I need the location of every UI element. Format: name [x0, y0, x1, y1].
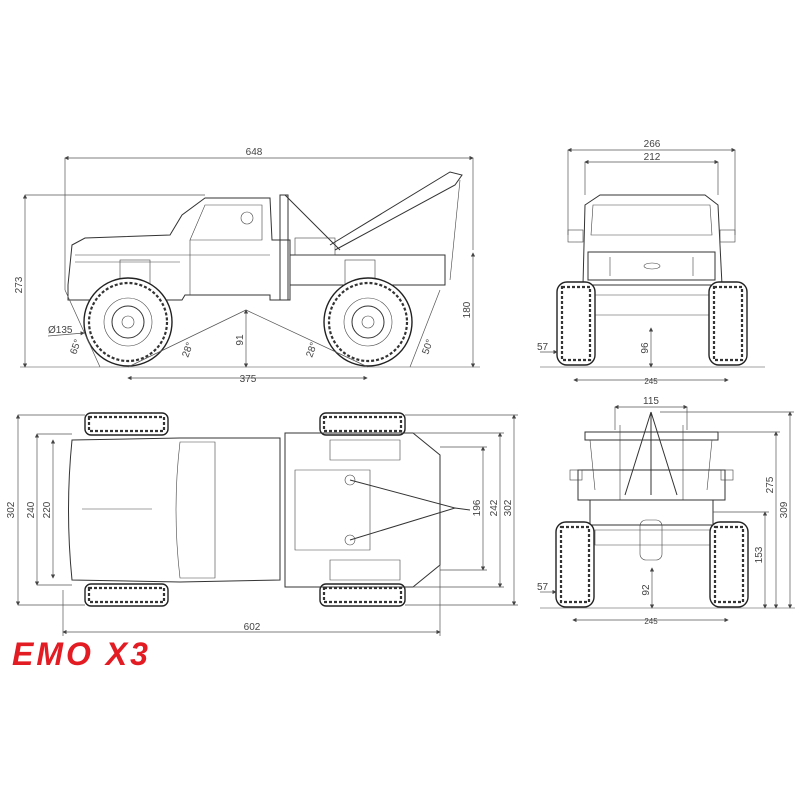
dim-rack-height: 275	[765, 476, 776, 493]
windshield-top	[175, 441, 216, 579]
dim-rear-track-width: 245	[644, 617, 658, 626]
grille	[587, 251, 716, 281]
rear-diff	[639, 519, 663, 561]
windshield	[590, 204, 713, 236]
top-front-right-tire	[84, 583, 169, 607]
flatbed-top	[284, 432, 441, 588]
dim-front-tire-width: 57	[537, 342, 549, 353]
rear-right-tire	[709, 521, 749, 608]
side-window	[189, 204, 263, 241]
driver-figure	[240, 211, 254, 225]
dim-height: 273	[14, 276, 25, 293]
tow-boom	[284, 171, 463, 251]
breakover-rear-angle: 28°	[304, 341, 320, 359]
top-front-left-tire	[84, 412, 169, 436]
dim-bed-inner: 196	[472, 499, 483, 516]
departure-angle: 50°	[420, 338, 436, 356]
dim-tow-height: 180	[462, 301, 473, 318]
front-right-tire	[708, 281, 748, 366]
dim-top-overall-width: 302	[6, 501, 17, 518]
rear-boom	[624, 411, 678, 496]
dim-overall-length: 648	[246, 147, 263, 158]
dim-front-body-width: 212	[644, 152, 661, 163]
dim-front-track-width: 245	[644, 377, 658, 386]
dim-bed-width: 242	[489, 499, 500, 516]
front-wheel	[83, 277, 173, 367]
dim-ground-clearance: 91	[235, 334, 246, 346]
rear-view: 115 309 275 153 92 57 245	[537, 396, 795, 626]
dim-top-overall-length: 602	[244, 622, 261, 633]
rear-bumper	[589, 499, 714, 526]
cab-front	[582, 194, 723, 286]
breakover-front-angle: 28°	[180, 341, 196, 359]
dim-rear-overall-height: 309	[779, 501, 790, 518]
exhaust-stack	[279, 194, 289, 301]
dim-front-ground-clearance: 96	[640, 342, 651, 354]
front-view: 266 212 57 96 245	[537, 139, 765, 386]
top-rear-right-tire	[319, 583, 406, 607]
product-logo: EMO X3	[12, 636, 151, 672]
approach-angle: 65°	[68, 338, 84, 356]
dim-top-body-width: 240	[26, 501, 37, 518]
dim-boom-width: 115	[643, 396, 659, 407]
rear-rack	[584, 431, 719, 441]
top-rear-left-tire	[319, 412, 406, 436]
tow-boom-top	[349, 479, 471, 541]
cab-top	[68, 437, 281, 583]
rear-wheel	[323, 277, 413, 367]
truck-body-side	[67, 197, 291, 301]
dim-top-hood-width: 220	[42, 501, 53, 518]
front-left-tire	[556, 281, 596, 366]
dim-bed-height: 153	[754, 546, 765, 563]
dim-wheelbase: 375	[240, 374, 257, 385]
dim-rear-tire-width: 57	[537, 582, 549, 593]
dim-tire-diameter: Ø135	[48, 325, 73, 336]
dim-rear-ground-clearance: 92	[641, 584, 652, 596]
dim-top-overall-width-right: 302	[503, 499, 514, 516]
dim-front-overall-width: 266	[644, 139, 661, 150]
rear-left-tire	[555, 521, 595, 608]
top-view: 302 240 220 602 196 242 302	[6, 412, 518, 636]
tow-cable	[449, 179, 461, 281]
side-view: 648 273 180 91 375 Ø135 65° 28° 28° 50°	[14, 147, 480, 385]
flatbed	[289, 254, 446, 286]
